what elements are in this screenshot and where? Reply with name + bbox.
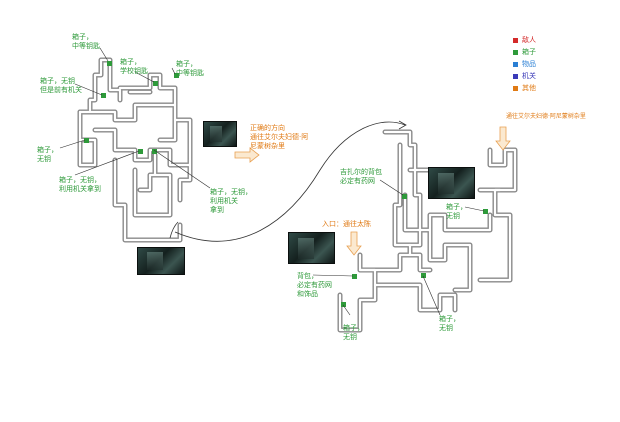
chest-marker xyxy=(483,209,488,214)
location-screenshot-4 xyxy=(288,232,335,264)
connection-arrowhead xyxy=(398,120,407,130)
label-bag-medicine: 背包， 必定有药网 和饰品 xyxy=(297,272,332,298)
location-screenshot-2 xyxy=(137,247,185,275)
legend-swatch-chest xyxy=(513,49,518,55)
direction-arrow-down-entrance xyxy=(346,231,362,256)
label-box-nokey-r2: 箱子， 无钥 xyxy=(439,315,460,332)
label-box-nokey-mechanism: 箱子，无钥 但是前有机关 xyxy=(40,77,82,94)
legend-label: 机关 xyxy=(522,72,536,80)
legend-label: 敌人 xyxy=(522,36,536,44)
label-gizal-bag: 吉扎尔的背包 必定有药网 xyxy=(340,168,382,185)
location-screenshot-1 xyxy=(203,121,237,147)
left-maze xyxy=(77,57,193,243)
leader-lines xyxy=(59,47,485,316)
chest-marker xyxy=(402,194,407,199)
label-box-mid-key-top: 箱子， 中等钥匙 xyxy=(72,33,100,50)
label-box-nokey-bottom: 箱子， 无钥 xyxy=(343,324,364,341)
legend-item-mechanism: 机关 xyxy=(513,72,536,81)
legend-item-item: 物品 xyxy=(513,60,536,69)
chest-marker xyxy=(152,149,157,154)
legend-item-other: 其他 xyxy=(513,84,536,93)
legend-item-enemy: 敌人 xyxy=(513,36,536,45)
chest-marker xyxy=(84,138,89,143)
label-box-nokey-left: 箱子， 无钥 xyxy=(37,146,58,163)
label-box-nokey-use-mech-2: 箱子，无钥， 利用机关 拿到 xyxy=(210,188,252,214)
label-box-student-key: 箱子， 学校钥匙 xyxy=(120,58,148,75)
direction-arrow-down-topright xyxy=(495,126,511,151)
label-box-nokey-use-mech: 箱子，无钥， 利用机关拿到 xyxy=(59,176,101,193)
chest-markers xyxy=(84,61,488,307)
chest-marker xyxy=(341,302,346,307)
label-box-mid-key-right: 箱子， 中等钥匙 xyxy=(176,60,204,77)
label-top-right-note: 通往艾尔夫妇德·阿尼蒙树杂里 xyxy=(506,113,586,120)
chest-marker xyxy=(153,81,158,86)
location-screenshot-3 xyxy=(428,167,475,199)
chest-marker xyxy=(352,274,357,279)
chest-marker xyxy=(421,273,426,278)
legend-label: 箱子 xyxy=(522,48,536,56)
direction-arrow-right xyxy=(234,147,260,163)
label-right-direction: 正确的方向 通往艾尔夫妇德·阿 尼蒙树杂里 xyxy=(250,124,309,150)
right-maze xyxy=(337,129,518,333)
direction-arrows xyxy=(234,126,511,256)
legend-swatch-enemy xyxy=(513,37,518,43)
legend-label: 其他 xyxy=(522,84,536,92)
chest-marker xyxy=(174,73,179,78)
chest-marker xyxy=(101,93,106,98)
legend-label: 物品 xyxy=(522,60,536,68)
label-entrance: 入口：通往太陈 xyxy=(322,220,371,228)
legend-item-chest: 箱子 xyxy=(513,48,536,57)
label-box-nokey-r1: 箱子， 无钥 xyxy=(446,203,467,220)
chest-marker xyxy=(138,149,143,154)
chest-marker xyxy=(107,61,112,66)
legend-swatch-item xyxy=(513,61,518,67)
connection-path xyxy=(174,121,406,242)
connection-path-left xyxy=(169,221,179,239)
legend-swatch-mechanism xyxy=(513,73,518,79)
legend-swatch-other xyxy=(513,85,518,91)
